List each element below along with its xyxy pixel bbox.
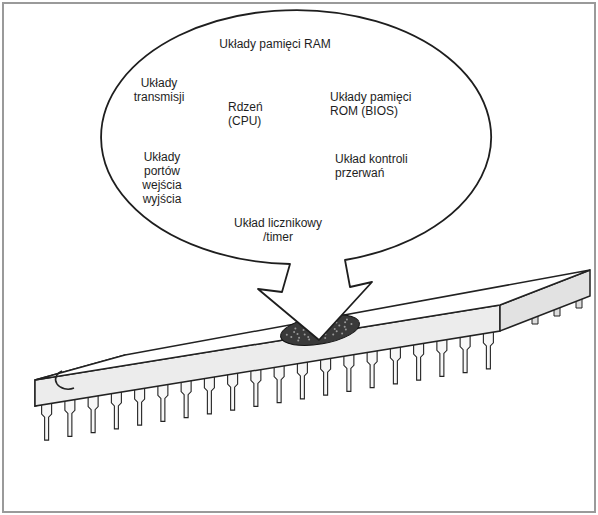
- die-speck: [307, 336, 309, 338]
- component-label: Układy pamięci RAM: [190, 37, 360, 51]
- chip-pin: [228, 371, 238, 410]
- die-speck: [332, 334, 334, 336]
- component-label: Układ kontroli przerwań: [335, 152, 443, 180]
- die-speck: [290, 336, 292, 338]
- die-speck: [294, 328, 296, 330]
- die-speck: [338, 324, 340, 326]
- die-speck: [324, 337, 326, 339]
- die-speck: [293, 331, 295, 333]
- chip-pin: [297, 360, 307, 399]
- chip-pin: [274, 364, 284, 403]
- chip-pin: [88, 394, 98, 433]
- die-speck: [341, 332, 343, 334]
- chip-side: [35, 305, 500, 406]
- die-speck: [346, 318, 348, 320]
- component-label: Układy transmisji: [123, 76, 195, 104]
- chip-pin: [390, 345, 400, 384]
- component-label: Układy pamięci ROM (BIOS): [330, 90, 438, 118]
- chip-pin: [483, 330, 493, 369]
- chip-pin: [111, 390, 121, 429]
- chip-pin: [42, 401, 52, 440]
- chip-pin: [251, 367, 261, 406]
- chip-pin: [437, 337, 447, 376]
- die-speck: [308, 338, 310, 340]
- die-speck: [344, 326, 346, 328]
- callout-bubble: Układy pamięci RAM Układy transmisjiRdzeń…: [100, 10, 492, 355]
- chip-notch: [56, 371, 74, 389]
- die-speck: [297, 333, 299, 335]
- chip-pin: [344, 352, 354, 391]
- component-label: Układ licznikowy /timer: [223, 216, 333, 244]
- chip-pin: [460, 334, 470, 373]
- bubble-arrow: [101, 10, 491, 340]
- frame: [3, 3, 595, 512]
- component-label: Rdzeń (CPU): [228, 100, 290, 128]
- die-speck: [304, 333, 306, 335]
- die-speck: [334, 328, 336, 330]
- component-label: Układy portów wejścia wyjścia: [128, 150, 196, 206]
- chip-pin: [414, 341, 424, 380]
- chip-pin: [367, 349, 377, 388]
- die-speck: [336, 330, 338, 332]
- die-speck: [350, 323, 352, 325]
- chip-pin: [321, 356, 331, 395]
- chip-pin: [204, 375, 214, 414]
- die-speck: [344, 321, 346, 323]
- die-speck: [303, 329, 305, 331]
- chip-pin: [158, 382, 168, 421]
- die-speck: [297, 340, 299, 342]
- chip-pin: [65, 397, 75, 436]
- chip-pin: [181, 379, 191, 418]
- die-speck: [298, 337, 300, 339]
- chip-pin: [135, 386, 145, 425]
- die-speck: [286, 334, 288, 336]
- die-speck: [345, 329, 347, 331]
